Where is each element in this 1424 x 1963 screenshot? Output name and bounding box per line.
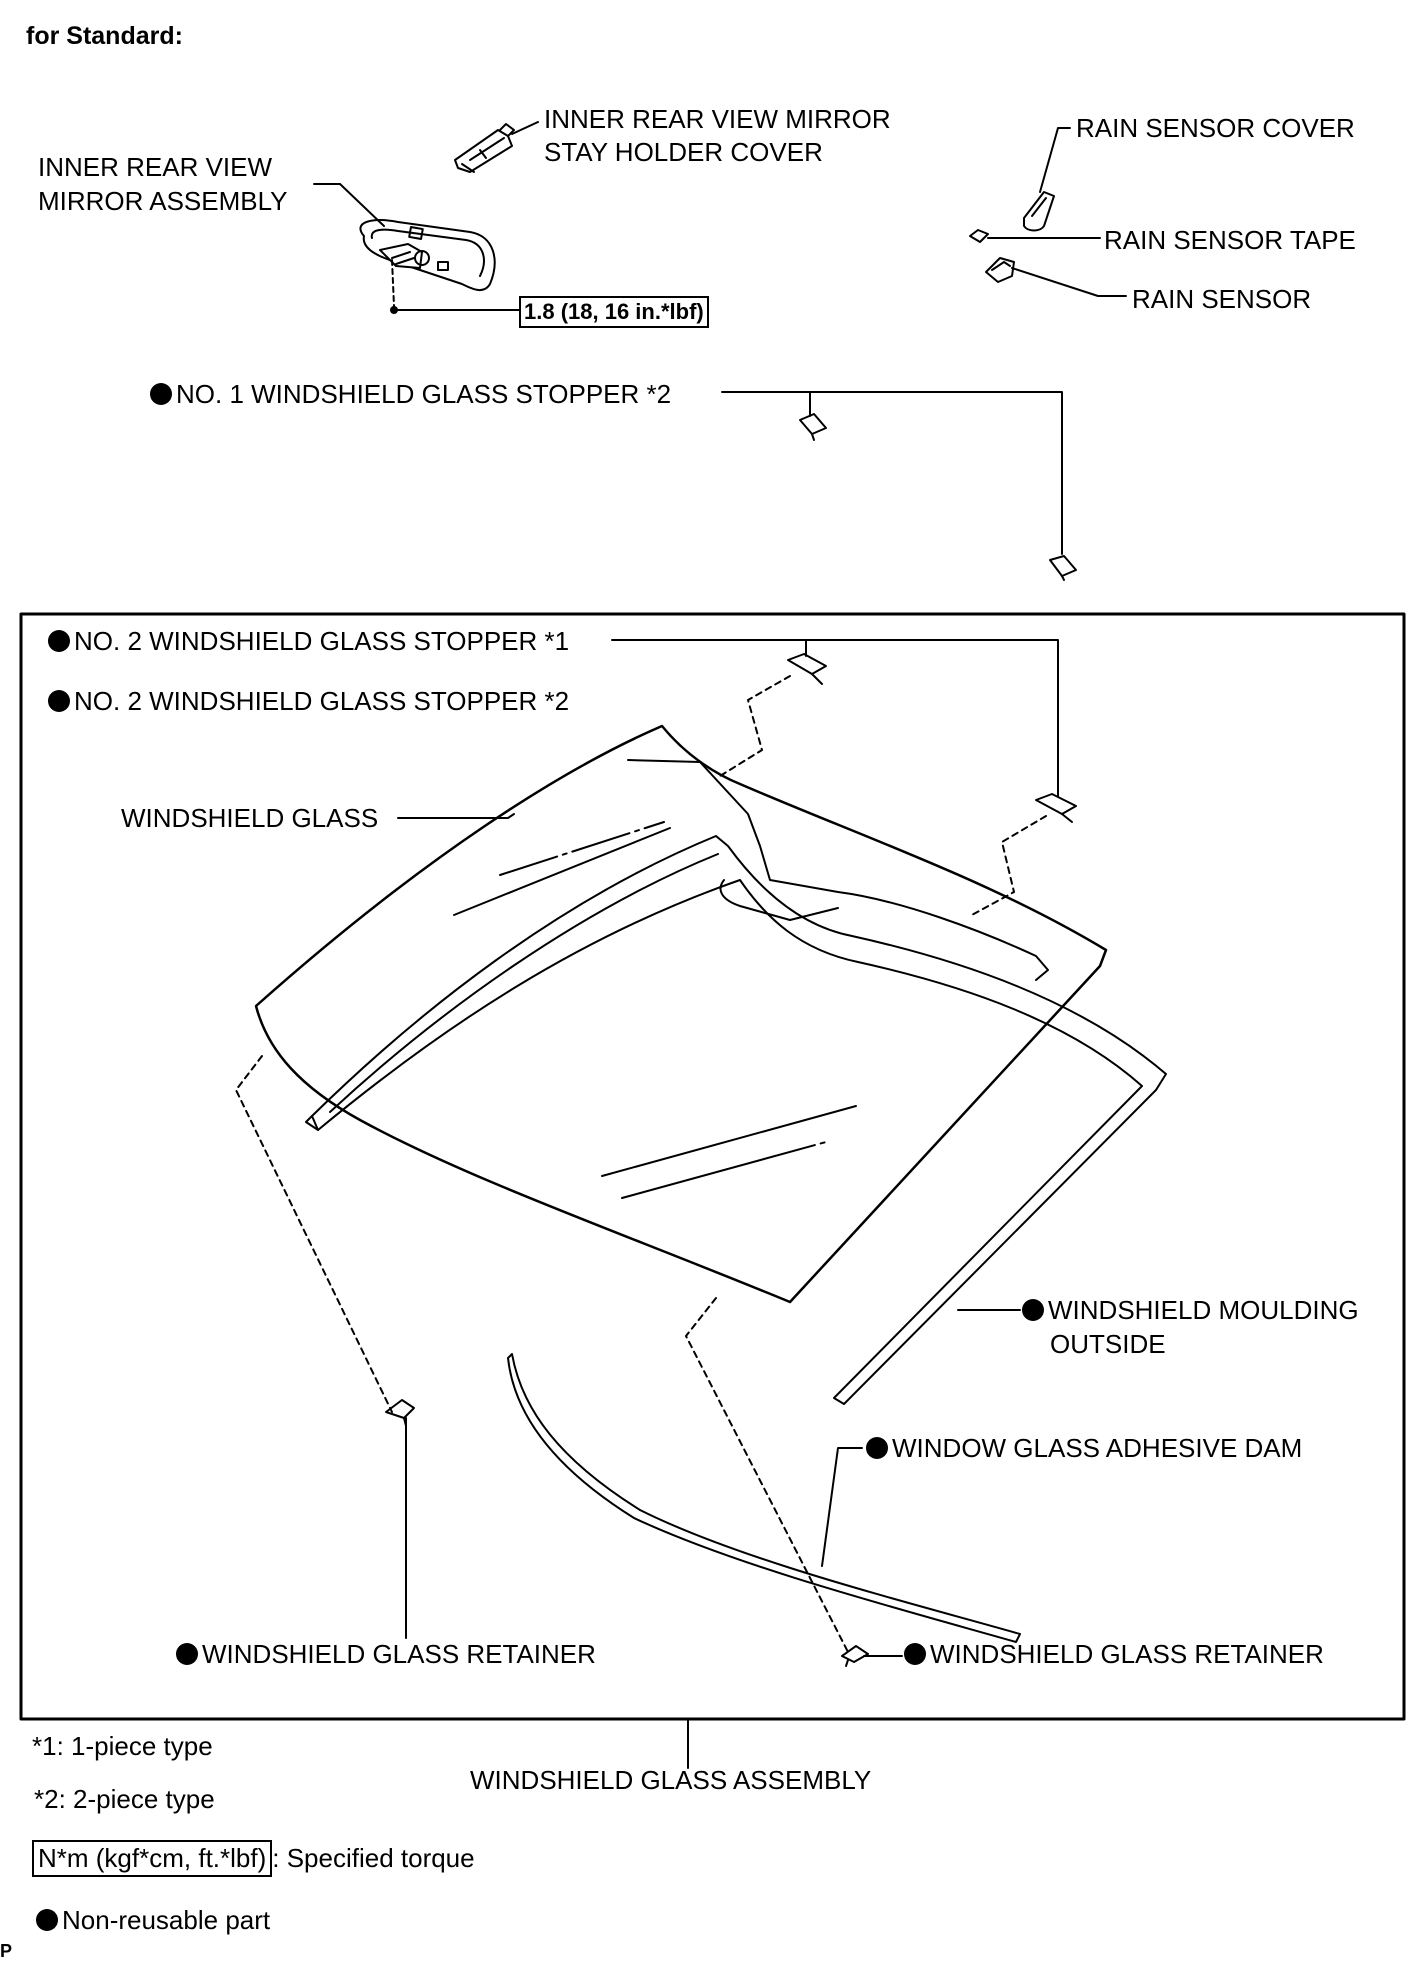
footer-code: P [0,1941,13,1961]
nonreusable-icon [48,690,70,712]
rain-sensor-drawing [985,257,1015,283]
label-rain-sensor-cover: RAIN SENSOR COVER [1076,113,1355,143]
label-glass-assembly: WINDSHIELD GLASS ASSEMBLY [470,1765,872,1795]
label-moulding-outside-line1: WINDSHIELD MOULDING [1022,1294,1359,1327]
label-rain-sensor: RAIN SENSOR [1132,284,1312,314]
label-adhesive-dam: WINDOW GLASS ADHESIVE DAM [866,1432,1302,1465]
label-stopper-no1: NO. 1 WINDSHIELD GLASS STOPPER *2 [150,378,671,411]
label-mirror-assembly-line1: INNER REAR VIEW [38,152,273,182]
legend-torque-units: N*m (kgf*cm, ft.*lbf) [32,1840,273,1877]
retainer-right-drawing [841,1645,869,1667]
label-retainer-right: WINDSHIELD GLASS RETAINER [904,1638,1324,1671]
rain-sensor-leader [1011,267,1127,297]
legend-note-2piece: *2: 2-piece type [34,1784,215,1814]
adhesive-dam-drawing [507,1353,1021,1643]
nonreusable-icon [176,1643,198,1665]
page-title: for Standard: [26,22,183,50]
nonreusable-icon [36,1909,58,1931]
label-retainer-left: WINDSHIELD GLASS RETAINER [176,1638,596,1671]
label-stay-cover-line1: INNER REAR VIEW MIRROR [544,104,891,134]
adhesive-dam-leader [821,1447,863,1567]
stopper-no1-part-b [1049,555,1077,577]
note-ref: *1 [544,626,570,656]
legend-nonreusable: Non-reusable part [36,1904,270,1937]
nonreusable-icon [866,1437,888,1459]
stopper-no1-leader [721,391,1063,555]
moulding-outside-drawing [305,835,1167,1405]
label-mirror-assembly-line2: MIRROR ASSEMBLY [38,186,288,216]
stopper-no1-part-a [799,413,827,435]
torque-spec-mirror: 1.8 (18, 16 in.*lbf) [519,296,709,328]
label-moulding-outside-line2: OUTSIDE [1050,1329,1166,1359]
retainer-left-drawing [385,1399,415,1427]
label-stay-cover-line2: STAY HOLDER COVER [544,137,823,167]
legend-note-1piece: *1: 1-piece type [32,1731,213,1761]
assembly-frame [19,612,1406,1721]
label-windshield-glass: WINDSHIELD GLASS [121,803,379,833]
stay-cover-leader [511,121,539,135]
stopper-no2-part-a [787,653,827,675]
rain-sensor-tape-drawing [969,229,989,243]
nonreusable-icon [150,383,172,405]
note-ref: *2 [646,379,672,409]
mirror-assembly-drawing [359,219,496,314]
nonreusable-icon [48,630,70,652]
stopper-no2-leader [611,639,1059,797]
nonreusable-icon [904,1643,926,1665]
nonreusable-icon [1022,1299,1044,1321]
windshield-glass-drawing [254,724,1108,1304]
stay-holder-cover-drawing [454,123,515,173]
label-rain-sensor-tape: RAIN SENSOR TAPE [1104,225,1356,255]
legend-torque-desc: : Specified torque [272,1843,475,1873]
rain-sensor-cover-drawing [1023,191,1055,232]
note-ref: *2 [544,686,570,716]
label-stopper-no2-2piece: NO. 2 WINDSHIELD GLASS STOPPER *2 [48,685,569,718]
legend-torque: N*m (kgf*cm, ft.*lbf): Specified torque [32,1840,475,1877]
stopper-no2-part-b [1035,793,1077,815]
label-stopper-no2-1piece: NO. 2 WINDSHIELD GLASS STOPPER *1 [48,625,569,658]
rain-sensor-cover-leader [1039,127,1071,193]
